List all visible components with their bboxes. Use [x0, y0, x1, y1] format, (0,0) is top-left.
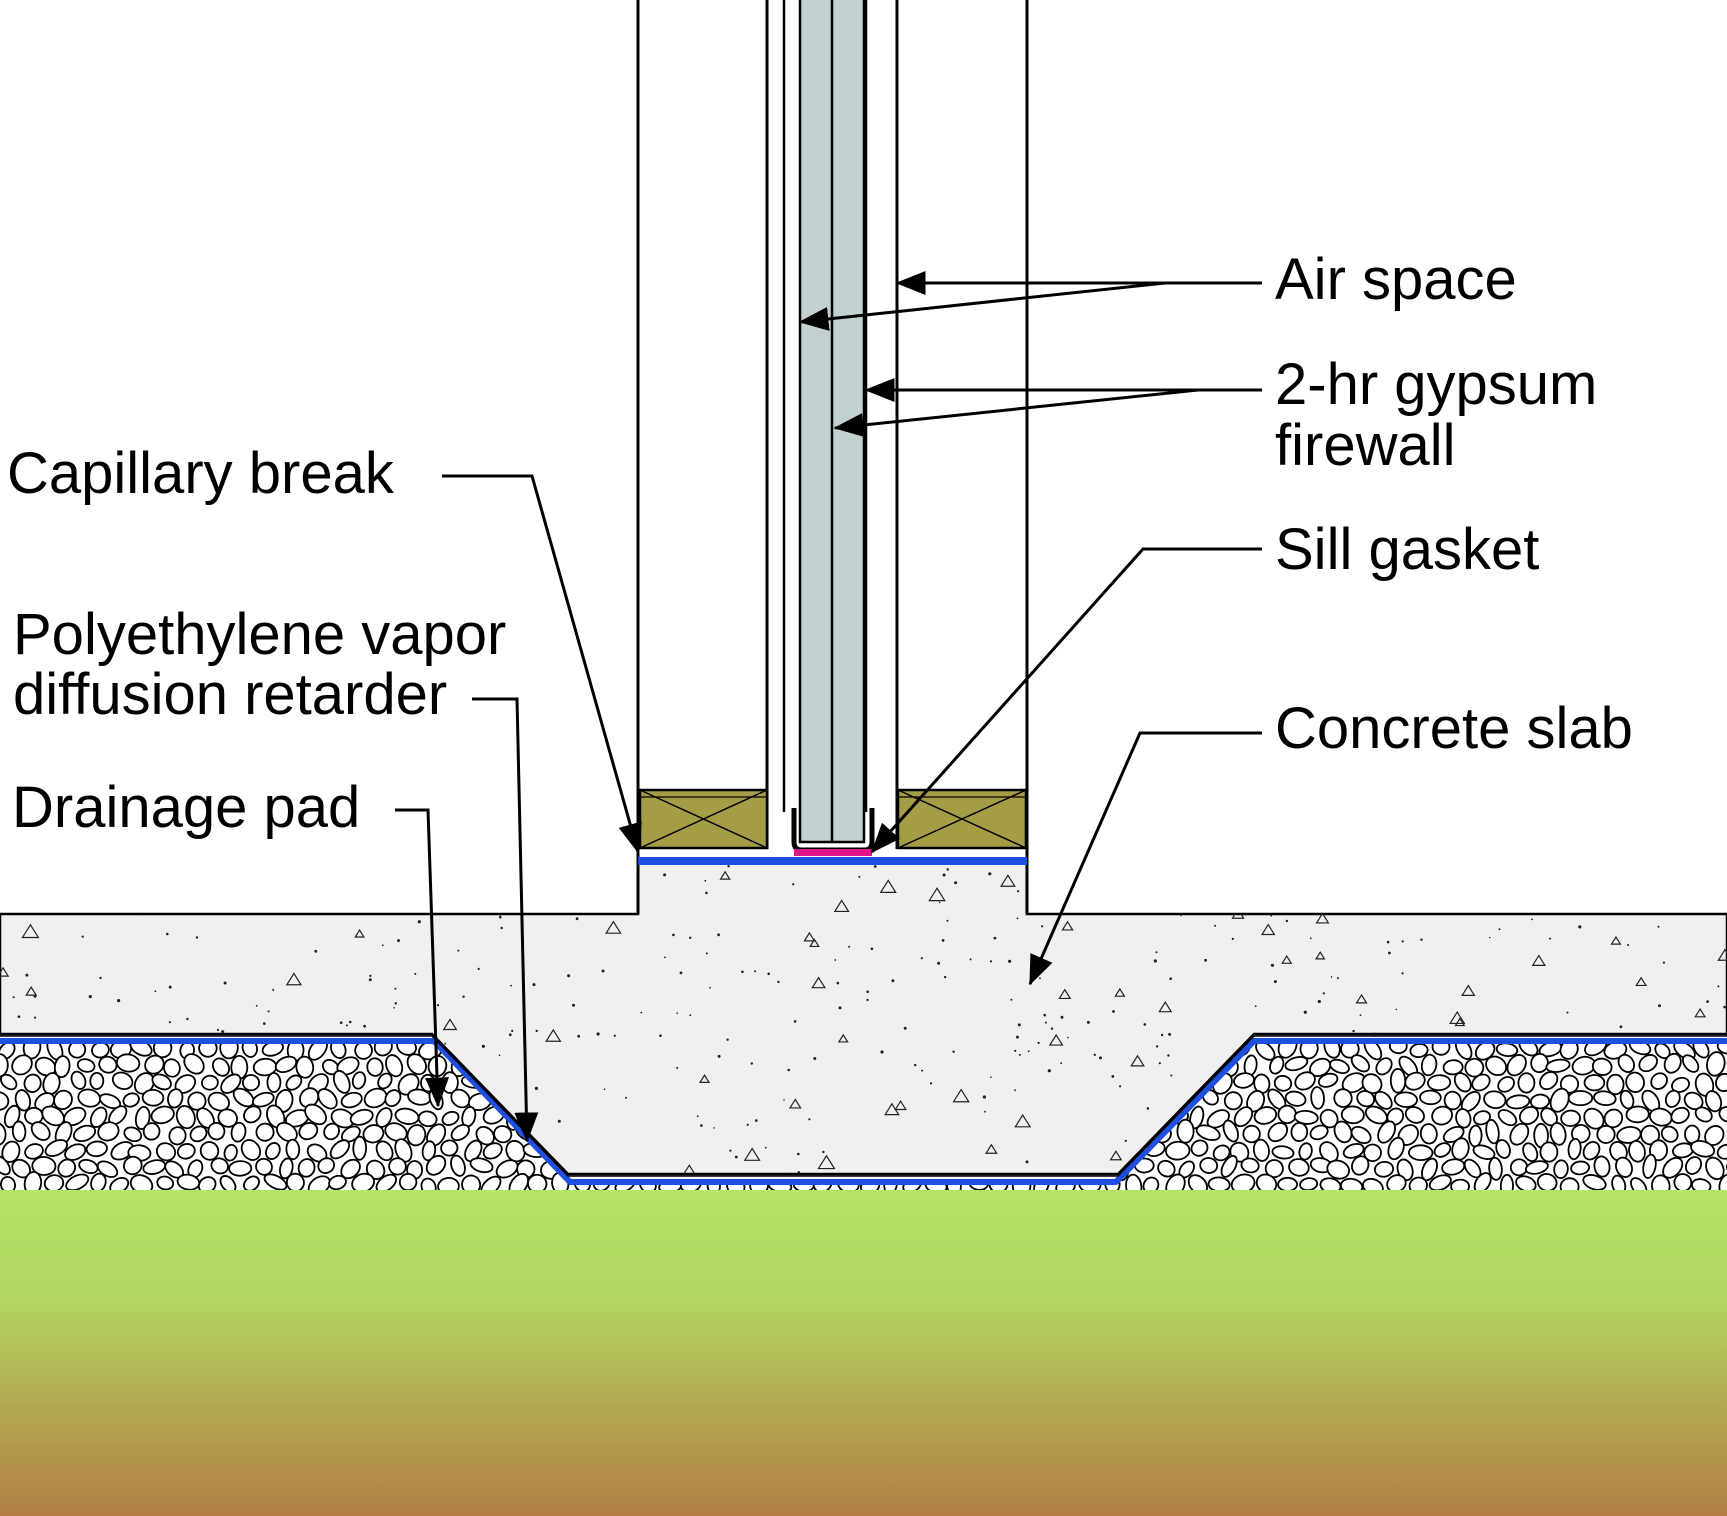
label-gypsum-firewall-line1: 2-hr gypsum [1275, 352, 1597, 417]
label-polyethylene-line1: Polyethylene vapor [13, 602, 506, 667]
leader-lines [395, 271, 1262, 1143]
sill-gasket [794, 849, 872, 856]
label-capillary-break: Capillary break [7, 441, 395, 506]
polyethylene-vapor-retarder [0, 1038, 1727, 1185]
label-gypsum-firewall-line2: firewall [1275, 413, 1456, 478]
capillary-break [638, 857, 1027, 865]
label-air-space: Air space [1275, 247, 1517, 312]
bottom-plate-right [896, 788, 1028, 850]
air-space-left [638, 0, 767, 849]
label-concrete-slab: Concrete slab [1275, 696, 1633, 761]
label-polyethylene-line2: diffusion retarder [13, 662, 447, 727]
label-sill-gasket: Sill gasket [1275, 517, 1539, 582]
label-drainage-pad: Drainage pad [12, 775, 360, 840]
soil-ground [0, 1186, 1727, 1516]
bottom-plate-left [638, 788, 769, 850]
